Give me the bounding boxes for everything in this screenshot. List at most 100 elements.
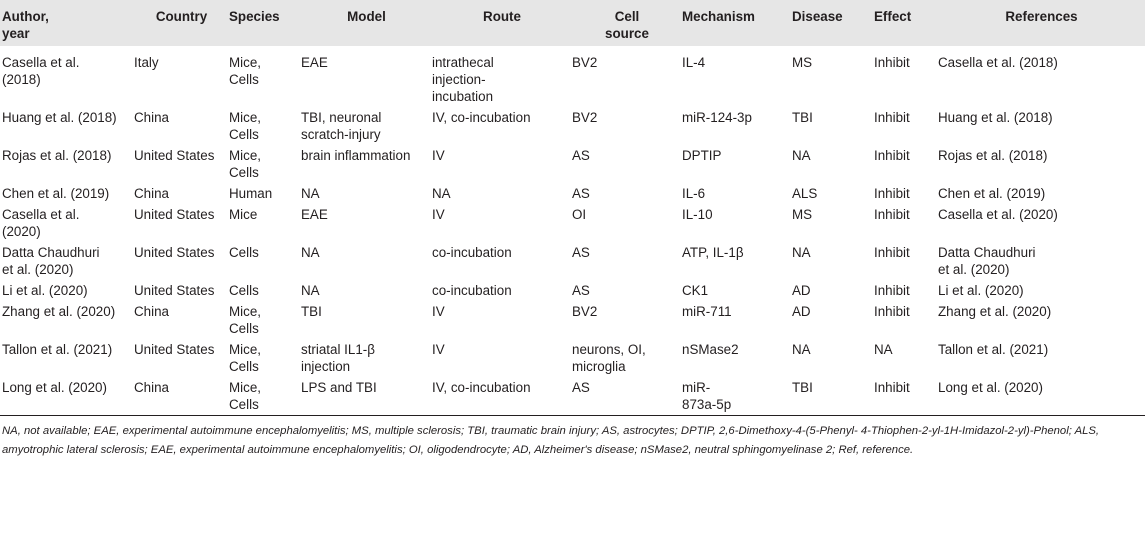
cell-country: United States <box>134 148 215 163</box>
header-references: References <box>1005 9 1078 24</box>
cell-references: Li et al. (2020) <box>938 283 1024 298</box>
cell-disease: ALS <box>792 186 818 201</box>
cell-references: Rojas et al. (2018) <box>938 148 1048 163</box>
cell-author-year: Casella et al. (2018) <box>2 55 80 87</box>
table-row: Huang et al. (2018) China Mice, Cells TBI, … <box>0 107 1145 145</box>
cell-model: NA <box>301 283 320 298</box>
cell-references: Casella et al. (2020) <box>938 207 1058 222</box>
cell-route: intrathecal injection- incubation <box>432 55 494 104</box>
cell-route: IV, co-incubation <box>432 110 531 125</box>
cell-species: Mice <box>229 207 258 222</box>
cell-disease: AD <box>792 304 811 319</box>
cell-route: IV <box>432 207 445 222</box>
cell-cell-source: BV2 <box>572 304 598 319</box>
cell-mechanism: miR- 873a-5p <box>682 377 792 416</box>
cell-species: Mice, Cells <box>229 55 261 87</box>
data-table: Author, year Country Species Model Route… <box>0 0 1145 416</box>
cell-species: Cells <box>229 245 259 260</box>
cell-mechanism: nSMase2 <box>682 342 739 357</box>
cell-route: co-incubation <box>432 245 512 260</box>
header-model: Model <box>347 9 386 24</box>
table-row: Zhang et al. (2020) China Mice, Cells TBI IV… <box>0 301 1145 339</box>
header-cell-source: Cell source <box>605 9 649 41</box>
cell-disease: NA <box>792 245 811 260</box>
cell-disease: AD <box>792 283 811 298</box>
cell-disease: MS <box>792 55 813 70</box>
cell-disease: MS <box>792 207 813 222</box>
header-row: Author, year Country Species Model Route… <box>0 0 1145 46</box>
cell-model: brain inflammation <box>301 148 411 163</box>
cell-model: TBI <box>301 304 322 319</box>
cell-route: NA <box>432 186 451 201</box>
cell-references: Zhang et al. (2020) <box>938 304 1052 319</box>
header-species: Species <box>229 9 280 24</box>
cell-effect: Inhibit <box>874 55 910 70</box>
cell-species: Mice, Cells <box>229 377 301 416</box>
cell-species: Mice, Cells <box>229 304 261 336</box>
cell-species: Cells <box>229 283 259 298</box>
table-row: Chen et al. (2019) China Human NA NA AS IL-6 AL… <box>0 183 1145 204</box>
cell-disease: TBI <box>792 377 874 416</box>
cell-author-year: Huang et al. (2018) <box>2 110 117 125</box>
cell-species: Mice, Cells <box>229 342 261 374</box>
cell-author-year: Zhang et al. (2020) <box>2 304 116 319</box>
cell-route: IV <box>432 148 445 163</box>
cell-mechanism: IL-6 <box>682 186 706 201</box>
cell-country: China <box>134 377 229 416</box>
cell-cell-source: neurons, OI, microglia <box>572 342 646 374</box>
cell-effect: Inhibit <box>874 283 910 298</box>
cell-country: United States <box>134 245 215 260</box>
cell-country: China <box>134 304 169 319</box>
cell-country: China <box>134 186 169 201</box>
cell-cell-source: BV2 <box>572 110 598 125</box>
cell-country: United States <box>134 207 215 222</box>
cell-references: Tallon et al. (2021) <box>938 342 1049 357</box>
cell-cell-source: AS <box>572 186 590 201</box>
cell-cell-source: AS <box>572 245 590 260</box>
cell-mechanism: DPTIP <box>682 148 722 163</box>
cell-disease: NA <box>792 148 811 163</box>
cell-mechanism: CK1 <box>682 283 709 298</box>
header-route: Route <box>483 9 521 24</box>
cell-cell-source: OI <box>572 207 587 222</box>
cell-model: TBI, neuronal scratch-injury <box>301 110 382 142</box>
cell-references: Casella et al. (2018) <box>938 55 1058 70</box>
cell-route: IV <box>432 304 445 319</box>
cell-mechanism: miR-711 <box>682 304 732 319</box>
cell-species: Mice, Cells <box>229 110 261 142</box>
cell-references: Long et al. (2020) <box>938 377 1145 416</box>
cell-author-year: Rojas et al. (2018) <box>2 148 112 163</box>
cell-mechanism: IL-10 <box>682 207 713 222</box>
cell-country: China <box>134 110 169 125</box>
cell-disease: TBI <box>792 110 813 125</box>
cell-effect: Inhibit <box>874 377 938 416</box>
cell-model: EAE <box>301 207 328 222</box>
cell-model: LPS and TBI <box>301 377 432 416</box>
cell-author-year: Casella et al. (2020) <box>2 207 80 239</box>
cell-references: Huang et al. (2018) <box>938 110 1053 125</box>
table-row: Datta Chaudhuri et al. (2020) United Stat… <box>0 242 1145 280</box>
cell-model: NA <box>301 186 320 201</box>
cell-cell-source: AS <box>572 377 682 416</box>
table-row: Casella et al. (2020) United States Mice EA… <box>0 204 1145 242</box>
header-disease: Disease <box>792 9 843 24</box>
cell-references: Datta Chaudhuri et al. (2020) <box>938 245 1036 277</box>
cell-effect: Inhibit <box>874 110 910 125</box>
cell-model: EAE <box>301 55 328 70</box>
cell-species: Mice, Cells <box>229 148 261 180</box>
cell-model: NA <box>301 245 320 260</box>
cell-species: Human <box>229 186 273 201</box>
header-effect: Effect <box>874 9 912 24</box>
table-row: Rojas et al. (2018) United States Mice, Ce… <box>0 145 1145 183</box>
cell-references: Chen et al. (2019) <box>938 186 1046 201</box>
cell-route: co-incubation <box>432 283 512 298</box>
cell-effect: Inhibit <box>874 304 910 319</box>
header-author-year: Author, year <box>2 9 49 41</box>
cell-effect: Inhibit <box>874 186 910 201</box>
cell-mechanism: IL-4 <box>682 55 706 70</box>
cell-author-year: Chen et al. (2019) <box>2 186 110 201</box>
